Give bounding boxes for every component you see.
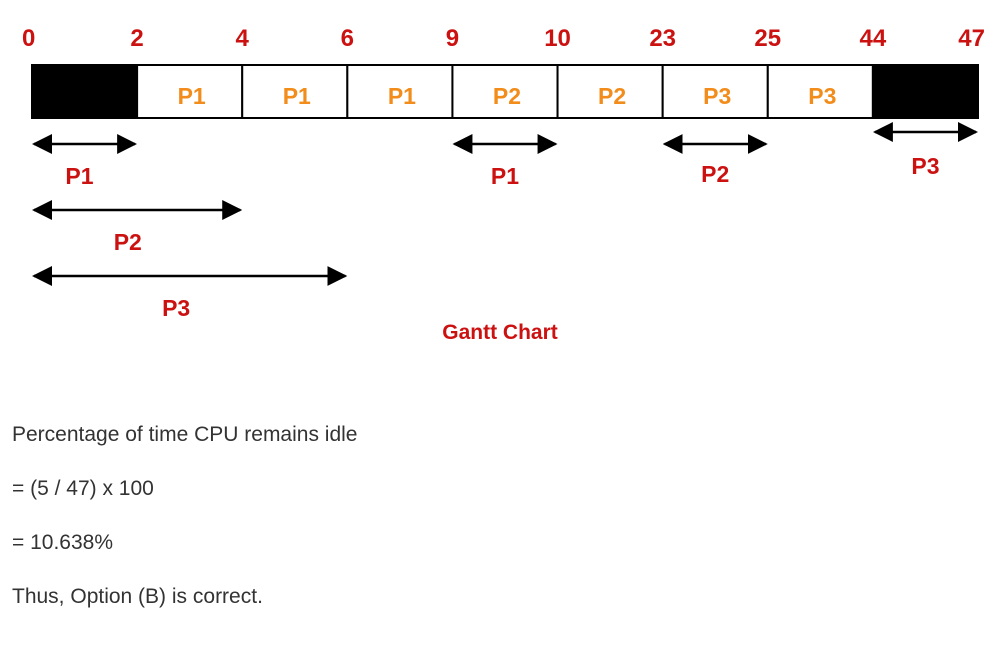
time-tick-44: 44 [860, 25, 887, 52]
answer-conclusion: Thus, Option (B) is correct. [12, 585, 263, 608]
process-cell [661, 64, 769, 119]
time-tick-23: 23 [649, 25, 676, 52]
process-cell [346, 64, 454, 119]
time-tick-25: 25 [754, 25, 781, 52]
idle-percentage-heading: Percentage of time CPU remains idle [12, 423, 358, 446]
time-tick-9: 9 [446, 25, 459, 52]
time-tick-47: 47 [958, 25, 985, 52]
process-cell-label: P2 [493, 83, 521, 109]
solution-text: Percentage of time CPU remains idle = (5… [12, 418, 912, 634]
process-cell-label: P1 [388, 83, 416, 109]
process-cell-label: P3 [703, 83, 731, 109]
idle-percentage-formula: = (5 / 47) x 100 [12, 477, 154, 500]
time-tick-6: 6 [341, 25, 354, 52]
arrival-arrow-label: P2 [114, 229, 142, 255]
idle-percentage-result: = 10.638% [12, 531, 114, 554]
process-cell-label: P2 [598, 83, 626, 109]
arrival-arrow-label: P3 [162, 295, 190, 321]
process-cell-label: P1 [178, 83, 206, 109]
time-tick-4: 4 [236, 25, 250, 52]
time-tick-0: 0 [22, 25, 35, 52]
arrival-arrow-label: P3 [911, 153, 939, 179]
process-cell [766, 64, 874, 119]
time-tick-10: 10 [544, 25, 571, 52]
time-axis-ticks: 0 2 4 6 9 10 23 25 44 47 [22, 25, 985, 52]
arrival-arrow-label: P2 [701, 161, 729, 187]
idle-cell [871, 64, 980, 119]
gantt-bar: P1 P1 P1 P2 P2 P3 P3 [31, 64, 980, 119]
process-cell-label: P3 [808, 83, 836, 109]
arrival-arrow-label: P1 [65, 163, 93, 189]
idle-cell [31, 64, 139, 119]
process-cell [241, 64, 349, 119]
arrival-arrow-label: P1 [491, 163, 519, 189]
time-tick-2: 2 [130, 25, 143, 52]
process-cell [136, 64, 244, 119]
process-cell-label: P1 [283, 83, 311, 109]
gantt-chart-caption: Gantt Chart [442, 321, 558, 344]
process-cell [556, 64, 664, 119]
